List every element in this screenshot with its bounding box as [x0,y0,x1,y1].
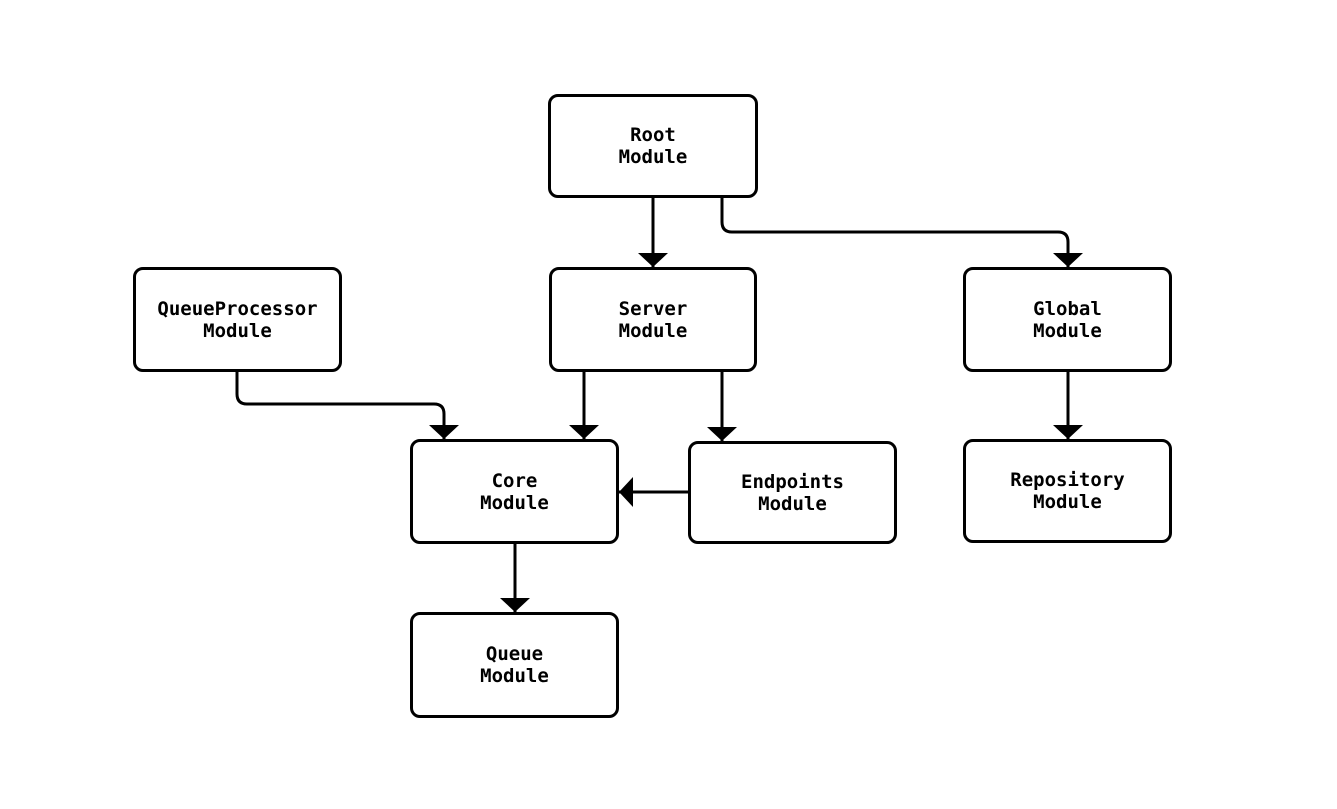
node-endpoints-module: Endpoints Module [688,441,897,544]
node-label: Global Module [1033,297,1102,342]
node-label: Root Module [618,124,688,168]
node-label: Server Module [618,297,688,342]
node-core-module: Core Module [410,439,619,544]
node-label: Endpoints Module [741,470,844,515]
node-label: QueueProcessor Module [157,297,318,342]
node-root-module: Root Module [548,94,758,198]
edge-queueprocessor-module-to-core-module [235,372,459,439]
node-label: Repository Module [1010,469,1125,513]
node-queue-module: Queue Module [410,612,619,718]
node-queueprocessor-module: QueueProcessor Module [133,267,342,372]
edge-root-module-to-global-module [720,198,1083,267]
node-server-module: Server Module [549,267,757,372]
node-label: Core Module [480,469,549,514]
node-repository-module: Repository Module [963,439,1172,543]
node-global-module: Global Module [963,267,1172,372]
node-label: Queue Module [480,643,549,687]
edges-group [235,198,1083,612]
